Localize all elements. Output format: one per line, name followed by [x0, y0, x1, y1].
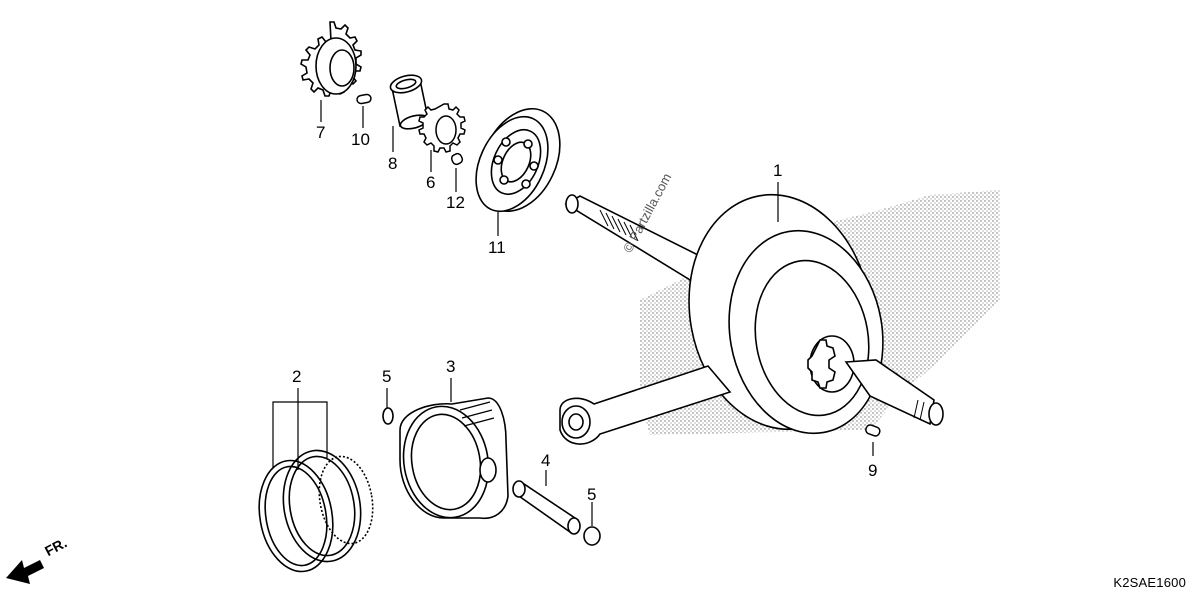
key-part-12[interactable] — [450, 152, 464, 166]
callout-6[interactable]: 6 — [426, 173, 436, 192]
callout-2[interactable]: 2 — [292, 367, 302, 386]
gear-small-part-6[interactable] — [418, 103, 466, 153]
callout-5-lower[interactable]: 5 — [587, 485, 597, 504]
callout-5-upper[interactable]: 5 — [382, 367, 392, 386]
leader-lines — [272, 100, 874, 526]
callout-10[interactable]: 10 — [351, 130, 370, 149]
collar-part-8[interactable] — [388, 72, 429, 131]
piston-part-3[interactable] — [395, 397, 509, 524]
callout-7[interactable]: 7 — [316, 123, 326, 142]
bearing-part-11[interactable] — [462, 96, 576, 224]
clip-part-5-upper[interactable] — [382, 407, 394, 425]
callout-4[interactable]: 4 — [541, 451, 551, 470]
callout-11[interactable]: 11 — [488, 238, 506, 257]
callout-3[interactable]: 3 — [446, 357, 456, 376]
crankshaft-part-1[interactable] — [559, 180, 944, 445]
piston-pin-part-4[interactable] — [512, 480, 581, 535]
piston-rings-part-2[interactable] — [251, 444, 379, 577]
callout-9[interactable]: 9 — [868, 461, 878, 480]
key-part-10[interactable] — [356, 93, 372, 105]
gear-large-part-7[interactable] — [300, 21, 362, 97]
key-part-9[interactable] — [865, 424, 881, 437]
front-direction-arrow-icon — [6, 560, 44, 584]
callout-8[interactable]: 8 — [388, 154, 398, 173]
callout-1[interactable]: 1 — [773, 161, 783, 180]
diagram-code: K2SAE1600 — [1113, 575, 1186, 590]
clip-part-5-lower[interactable] — [583, 526, 601, 546]
callout-12[interactable]: 12 — [446, 193, 465, 212]
